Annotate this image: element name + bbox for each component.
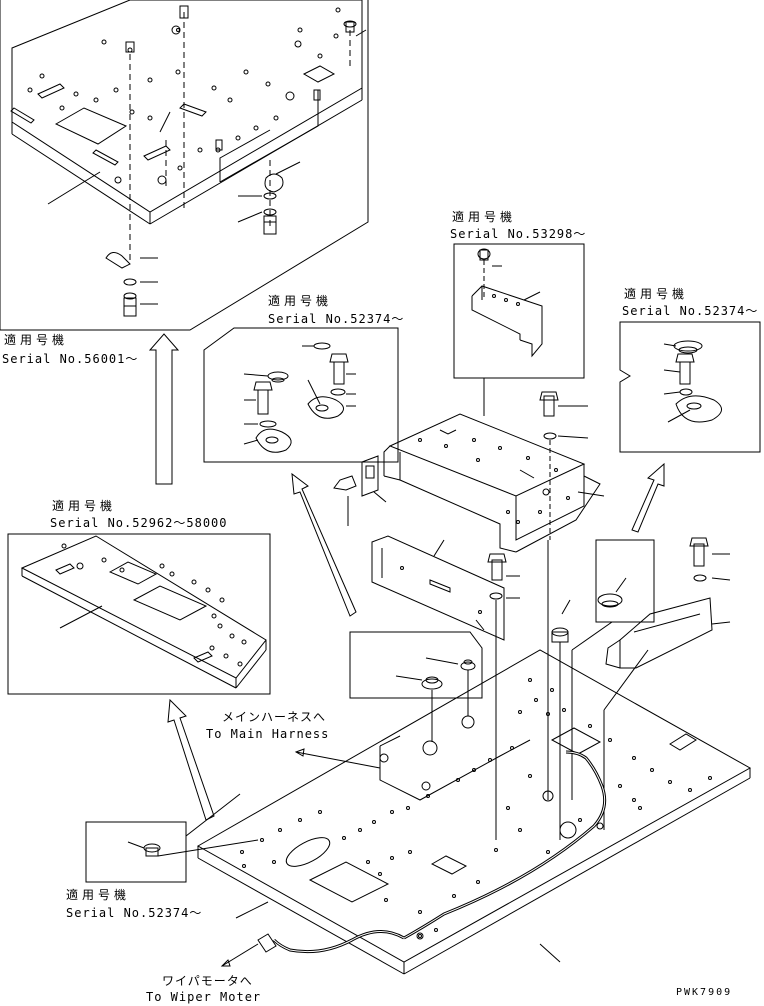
detail-box-mid-left bbox=[7, 533, 271, 695]
inset-plate-holes bbox=[27, 7, 341, 185]
seat-bracket-assembly bbox=[333, 413, 605, 553]
callout-upper-center-serial: Serial No.53298～ bbox=[450, 227, 587, 241]
callout-mid-left-serial: Serial No.52962～58000 bbox=[50, 516, 228, 530]
drawing-code: PWK7909 bbox=[676, 987, 733, 998]
harness-note-jp: メインハーネスへ bbox=[222, 710, 327, 724]
callout-top-left-serial: Serial No.56001～ bbox=[2, 352, 139, 366]
callout-mid-center-serial: Serial No.52374～ bbox=[268, 312, 405, 326]
harness-note-en: To Main Harness bbox=[206, 727, 330, 741]
grommet-detail-center bbox=[349, 631, 483, 742]
main-floor-plate bbox=[196, 649, 752, 975]
arrow-from-right-detail bbox=[631, 462, 665, 533]
callout-upper-center-applicable: 適用号機 bbox=[452, 210, 517, 224]
main-plate-holes bbox=[240, 678, 712, 938]
grommet-detail bbox=[571, 539, 655, 800]
arrow-from-mid-left-detail bbox=[167, 698, 215, 821]
callout-top-left-applicable: 適用号機 bbox=[4, 333, 69, 347]
arrow-to-top-left-detail bbox=[148, 333, 180, 485]
wiper-note-en: To Wiper Moter bbox=[146, 990, 262, 1004]
detail-box-right bbox=[619, 321, 761, 453]
wiper-note-jp: ワイパモータへ bbox=[162, 974, 253, 988]
detail-box-top-left bbox=[0, 0, 369, 331]
wiper-harness-cable bbox=[220, 750, 607, 967]
right-side-cover bbox=[603, 597, 731, 830]
detail-box-bottom-left bbox=[85, 793, 259, 883]
callout-mid-center-applicable: 適用号機 bbox=[268, 294, 333, 308]
callout-mid-left-applicable: 適用号機 bbox=[52, 499, 117, 513]
side-cover-plate bbox=[371, 535, 505, 641]
detail-box-upper-center bbox=[453, 243, 585, 379]
arrow-from-mid-center-detail bbox=[291, 472, 357, 617]
detail-box-mid-center bbox=[203, 327, 399, 463]
callout-right-serial: Serial No.52374～ bbox=[622, 304, 759, 318]
callout-bottom-left-applicable: 適用号機 bbox=[66, 888, 131, 902]
callout-bottom-left-serial: Serial No.52374～ bbox=[66, 906, 203, 920]
callout-right-applicable: 適用号機 bbox=[624, 287, 689, 301]
bolts-and-washers bbox=[487, 391, 731, 840]
